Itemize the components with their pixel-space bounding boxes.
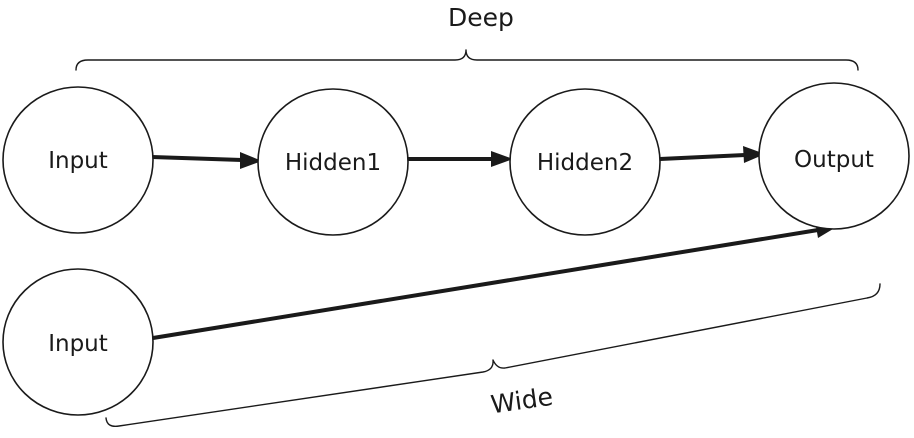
node-input-deep: Input bbox=[2, 86, 154, 234]
deep-bracket: Deep bbox=[75, 3, 859, 71]
node-output: Output bbox=[758, 82, 910, 230]
node-input-wide-label: Input bbox=[48, 331, 108, 357]
deep-label: Deep bbox=[448, 3, 514, 32]
arrowhead-hidden2 bbox=[491, 151, 513, 167]
node-hidden2: Hidden2 bbox=[509, 88, 661, 236]
wide-bracket: Wide bbox=[105, 283, 881, 428]
wide-label: Wide bbox=[489, 382, 555, 419]
node-input-deep-label: Input bbox=[48, 148, 108, 174]
edge-hidden2-to-output bbox=[658, 153, 747, 161]
node-hidden1: Hidden1 bbox=[257, 88, 409, 236]
deep-brace bbox=[75, 49, 859, 71]
node-input-wide: Input bbox=[2, 268, 154, 416]
edges bbox=[150, 146, 838, 340]
arrowhead-hidden1 bbox=[240, 152, 262, 169]
node-hidden2-label: Hidden2 bbox=[537, 150, 633, 176]
node-hidden1-label: Hidden1 bbox=[285, 150, 381, 176]
wide-brace bbox=[105, 283, 881, 428]
edge-input-to-hidden1 bbox=[150, 155, 244, 162]
node-output-label: Output bbox=[794, 147, 874, 173]
arrowhead-output bbox=[743, 146, 765, 163]
edge-wide-input-to-output bbox=[151, 228, 820, 340]
